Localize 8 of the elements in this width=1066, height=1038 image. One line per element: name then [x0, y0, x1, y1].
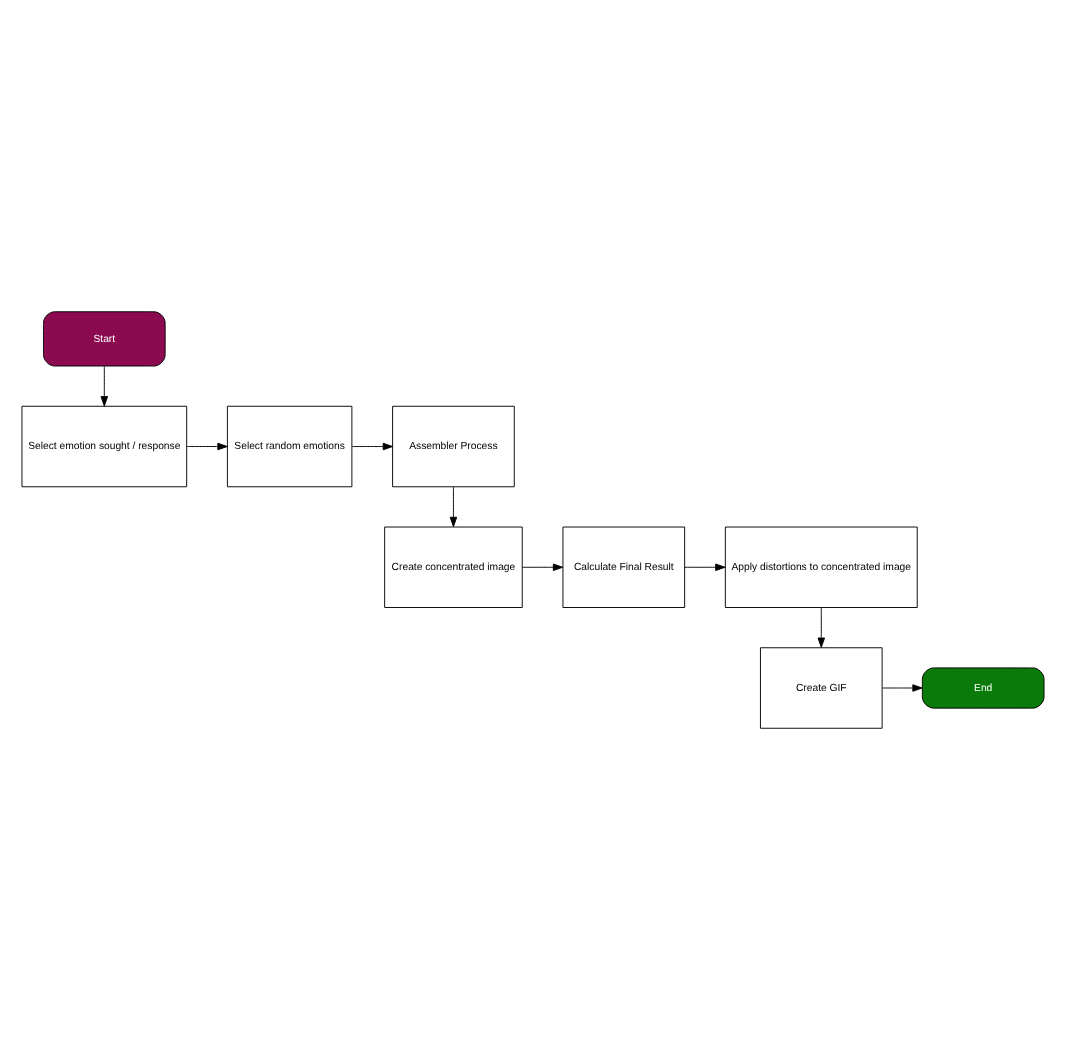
arrow	[186, 441, 228, 450]
arrow	[351, 441, 394, 450]
arrow	[100, 364, 109, 406]
arrow	[521, 562, 564, 570]
arrow	[449, 485, 458, 527]
arrow	[684, 562, 726, 570]
arrow	[817, 606, 826, 647]
arrow	[882, 683, 923, 691]
